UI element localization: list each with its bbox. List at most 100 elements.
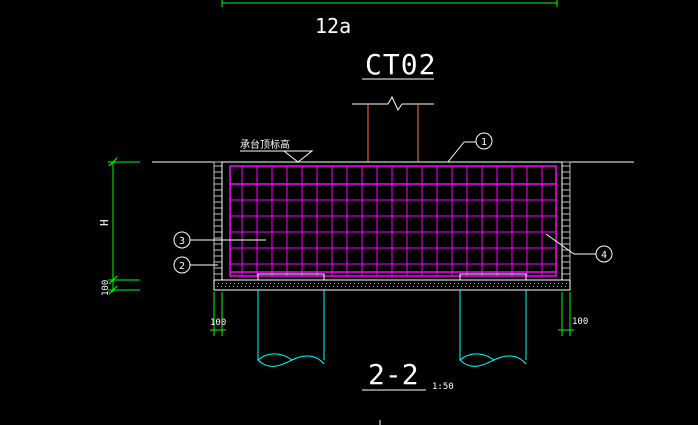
cushion-dot [302,283,303,284]
cushion-dot [498,283,499,284]
cushion-dot [241,286,242,287]
cushion-dot [470,283,471,284]
cushion-dot [249,286,250,287]
cushion-dot [313,286,314,287]
cushion-dot [461,286,462,287]
cushion-dot [349,286,350,287]
cushion-dot [237,286,238,287]
column [367,104,419,162]
cushion-dot [466,283,467,284]
cushion-dot [330,283,331,284]
cushion-dot [329,286,330,287]
cushion-dot [510,283,511,284]
cushion-dot [229,286,230,287]
cushion-dot [281,286,282,287]
callout-1: 1 [447,132,493,163]
callout-3: 3 [173,231,266,249]
right-side-dimension [558,292,574,336]
cushion-dot [530,283,531,284]
cushion-hatch [217,283,567,287]
cushion-dot [293,286,294,287]
cushion-dot [338,283,339,284]
cap-title: CT02 [365,48,436,81]
cushion-dot [386,283,387,284]
cushion-dot [277,286,278,287]
cushion-dot [294,283,295,284]
cushion-dot [282,283,283,284]
cushion-dot [218,283,219,284]
cushion-dot [369,286,370,287]
cushion-dot [266,283,267,284]
cushion-dot [346,283,347,284]
cushion-dot [273,286,274,287]
cushion-dot [318,283,319,284]
cushion-dot [550,283,551,284]
cushion-dot [297,286,298,287]
cushion-dot [217,286,218,287]
section-scale: 1:50 [432,382,454,392]
cushion-dot [333,286,334,287]
elevation-note: 承台顶标高 [240,138,290,151]
cushion-dot [226,283,227,284]
cushion-dot [525,286,526,287]
cushion-dot [306,283,307,284]
cushion-dot [522,283,523,284]
cushion-dot [341,286,342,287]
callout-2-label: 2 [179,261,185,272]
cushion-dot [430,283,431,284]
cushion-dot [526,283,527,284]
cushion-dot [405,286,406,287]
cushion-dot [413,286,414,287]
cushion-dot [262,283,263,284]
cushion-dot [345,286,346,287]
cushion-dot [454,283,455,284]
cushion-dot [285,286,286,287]
cushion-dot [233,286,234,287]
pile-head-right [459,273,527,281]
cushion-dot [393,286,394,287]
cushion-dot [398,283,399,284]
cushion-dot [557,286,558,287]
callout-4: 4 [545,233,613,263]
cushion-dot [566,283,567,284]
cushion-dot [537,286,538,287]
left-side-dimension [210,292,226,336]
cushion-dot [450,283,451,284]
cushion-dot [234,283,235,284]
cushion-dot [502,283,503,284]
cushion-dot [409,286,410,287]
cushion-dot [222,283,223,284]
rebar-mesh [230,166,556,276]
cushion-dot [485,286,486,287]
cushion-dot [225,286,226,287]
cushion-dot [561,286,562,287]
cushion-dot [546,283,547,284]
cushion-dot [326,283,327,284]
cushion-dot [517,286,518,287]
pile-head-left [257,273,325,281]
cushion-dot [261,286,262,287]
left-side-dimension-label: 100 [210,318,226,328]
cushion-dot [521,286,522,287]
column-break-symbol [352,95,434,112]
cushion-dimension-label: 100 [101,280,111,296]
cushion-dot [317,286,318,287]
cushion-dot [238,283,239,284]
cushion-dot [417,286,418,287]
cushion-dot [305,286,306,287]
cushion-dot [253,286,254,287]
cushion-dot [309,286,310,287]
rebar-cage-outline [229,165,557,277]
cushion-dot [365,286,366,287]
cushion-dot [445,286,446,287]
cushion-dot [286,283,287,284]
cushion-dot [378,283,379,284]
wall-hatch [214,165,570,275]
cushion-dot [509,286,510,287]
cushion-dot [473,286,474,287]
cushion-dot [389,286,390,287]
cushion-dot [477,286,478,287]
section-title: 2-2 [368,358,419,391]
cushion-dot [358,283,359,284]
cushion-dot [410,283,411,284]
